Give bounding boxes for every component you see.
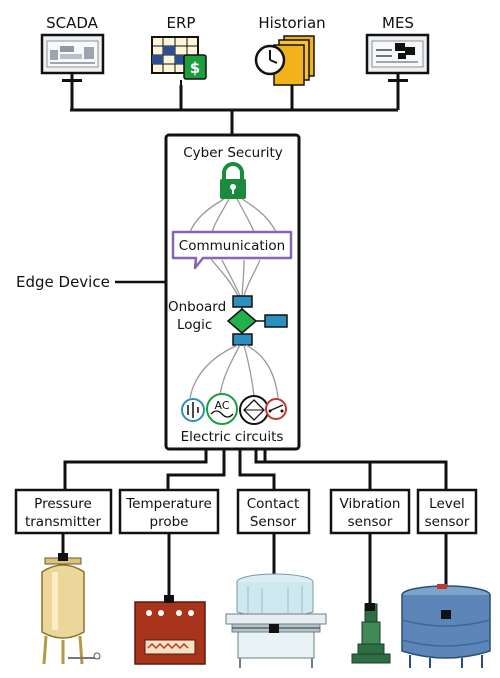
historian-clock-icon bbox=[254, 35, 315, 86]
logic-flowchart-icon bbox=[226, 295, 288, 346]
sensor-pressure-line1: Pressure bbox=[34, 496, 92, 512]
sensor-box-pressure bbox=[14, 488, 113, 535]
vibration-pump-icon bbox=[351, 603, 391, 664]
cyber-security-label: Cyber Security bbox=[183, 145, 283, 161]
communication-link-lines bbox=[209, 257, 261, 297]
electric-circuits-label: Electric circuits bbox=[181, 429, 284, 445]
level-tank-icon bbox=[401, 584, 491, 668]
security-link-lines bbox=[189, 198, 277, 233]
ac-symbol-label: AC bbox=[214, 399, 229, 412]
logic-link-lines bbox=[189, 344, 279, 399]
sensor-box-level bbox=[416, 488, 478, 535]
sensor-contact-line1: Contact bbox=[247, 496, 300, 512]
sensor-box-vibration bbox=[329, 488, 411, 535]
sensor-box-temperature bbox=[118, 488, 220, 535]
system-label-erp: ERP bbox=[167, 14, 196, 32]
system-label-historian: Historian bbox=[258, 14, 325, 32]
system-label-mes: MES bbox=[382, 14, 414, 32]
sensor-temperature-line1: Temperature bbox=[125, 496, 212, 512]
top-bus-lines bbox=[70, 82, 400, 135]
sensor-level-line1: Level bbox=[429, 496, 465, 512]
onboard-logic-label-line1: Onboard bbox=[168, 299, 226, 315]
edge-device-box bbox=[164, 133, 301, 451]
sensor-vibration-line2: sensor bbox=[348, 514, 393, 530]
contact-sensor-machine-icon bbox=[225, 573, 327, 668]
communication-bubble bbox=[171, 230, 293, 270]
sensor-box-contact bbox=[236, 488, 311, 535]
lock-icon bbox=[220, 162, 246, 199]
mes-monitor-icon bbox=[365, 33, 430, 82]
communication-label: Communication bbox=[179, 238, 285, 254]
pressure-vessel-icon bbox=[41, 553, 101, 665]
heater-oven-icon bbox=[134, 595, 206, 665]
sensor-level-line2: sensor bbox=[425, 514, 470, 530]
system-label-scada: SCADA bbox=[46, 14, 99, 32]
erp-spreadsheet-icon: $ bbox=[151, 36, 207, 85]
electric-circuit-icons bbox=[181, 393, 287, 425]
sensor-contact-line2: Sensor bbox=[250, 514, 297, 530]
sensor-temperature-line2: probe bbox=[150, 514, 189, 530]
onboard-logic-label-line2: Logic bbox=[177, 317, 212, 333]
bottom-bus-lines bbox=[63, 449, 448, 490]
sensor-vibration-line1: Vibration bbox=[340, 496, 401, 512]
edge-device-label: Edge Device bbox=[16, 273, 110, 291]
sensor-pressure-line2: transmitter bbox=[25, 514, 101, 530]
scada-monitor-icon bbox=[40, 33, 105, 82]
svg-text:$: $ bbox=[190, 59, 200, 77]
